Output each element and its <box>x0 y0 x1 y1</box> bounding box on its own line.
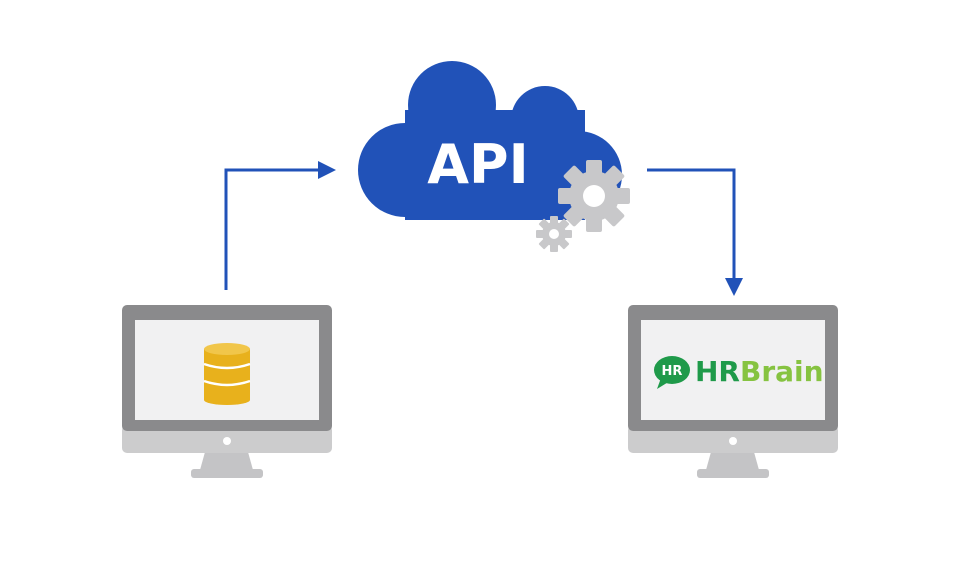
database-icon <box>203 343 251 405</box>
hrbrain-logo: HR HRBrain <box>654 355 824 389</box>
logo-text-brain: Brain <box>740 355 824 388</box>
monitor-power-dot <box>729 437 737 445</box>
connector-line-left <box>224 168 318 290</box>
logo-badge-text: HR <box>662 364 683 379</box>
connector-source-to-api <box>224 161 336 290</box>
destination-monitor: HR HRBrain <box>628 305 838 478</box>
monitor-stand <box>200 452 253 470</box>
monitor-stand <box>706 452 759 470</box>
monitor-base <box>191 469 263 478</box>
arrow-head-down-icon <box>725 278 743 296</box>
source-monitor <box>122 305 332 478</box>
api-label: API <box>427 133 528 196</box>
arrow-head-right-icon <box>318 161 336 179</box>
monitor-base <box>697 469 769 478</box>
gear-small-icon <box>536 216 572 252</box>
connector-api-to-destination <box>647 168 743 296</box>
monitor-power-dot <box>223 437 231 445</box>
gear-large-icon <box>558 160 630 232</box>
logo-text-hr: HR <box>695 355 740 388</box>
logo-wordmark: HRBrain <box>695 355 824 388</box>
speech-bubble-icon <box>654 356 690 389</box>
connector-line-right <box>647 168 736 278</box>
